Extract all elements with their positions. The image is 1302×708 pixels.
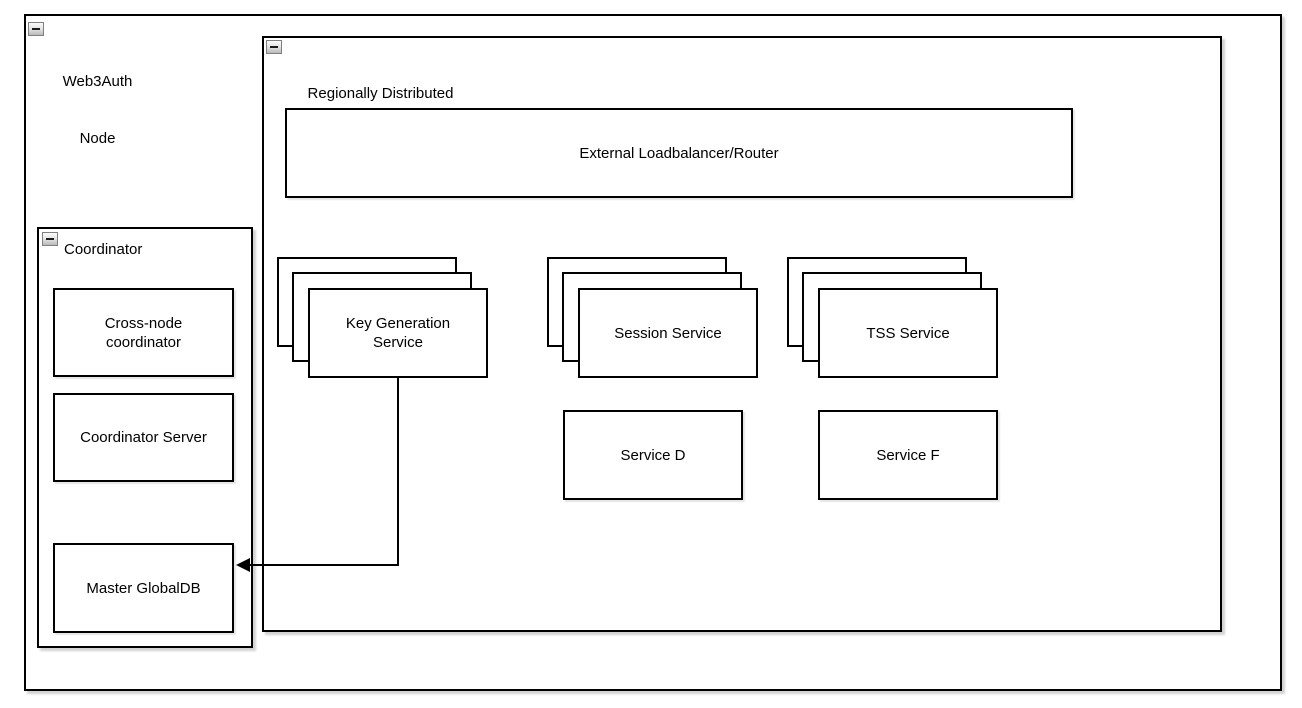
label-line: Key Generation: [345, 315, 451, 332]
connector-horizontal-segment: [250, 564, 399, 566]
node-label: External Loadbalancer/Router: [579, 144, 779, 162]
collapse-button-regional[interactable]: [266, 40, 282, 54]
node-tss-service[interactable]: TSS Service: [818, 288, 998, 378]
node-label: Coordinator Server: [80, 429, 207, 446]
node-label: Service F: [876, 446, 940, 464]
minus-icon: [46, 238, 54, 240]
node-label: Master GlobalDB: [86, 579, 201, 597]
group-label-coordinator: Coordinator: [64, 241, 143, 258]
label-line: coordinator: [105, 333, 182, 351]
node-external-loadbalancer[interactable]: External Loadbalancer/Router: [285, 108, 1073, 198]
node-service-f[interactable]: Service F: [818, 410, 998, 500]
label-line: Cross-node: [104, 314, 183, 332]
node-label: TSS Service: [866, 324, 950, 342]
node-key-generation-service[interactable]: Key Generation Service: [308, 288, 488, 378]
collapse-button-coordinator[interactable]: [42, 232, 58, 246]
minus-icon: [270, 46, 278, 48]
node-tss-service-stack: TSS Service: [787, 257, 999, 379]
node-service-d[interactable]: Service D: [563, 410, 743, 500]
node-label: Cross-node coordinator: [105, 314, 183, 352]
collapse-button-web3auth[interactable]: [28, 22, 44, 36]
node-session-service[interactable]: Session Service: [578, 288, 758, 378]
group-label-web3auth: Web3Auth Node: [40, 34, 155, 186]
node-label: Service D: [620, 446, 686, 464]
node-master-globaldb[interactable]: Master GlobalDB: [53, 543, 234, 633]
minus-icon: [32, 28, 40, 30]
label-line: Service: [372, 334, 423, 351]
node-session-service-stack: Session Service: [547, 257, 759, 379]
arrowhead-left-icon: [236, 558, 250, 572]
node-coordinator-server[interactable]: Coordinator Server: [53, 393, 234, 482]
label-line: Regionally Distributed: [307, 85, 454, 102]
connector-vertical-segment: [397, 378, 399, 566]
node-label: Session Service: [614, 324, 722, 342]
node-key-generation-service-stack: Key Generation Service: [277, 257, 489, 379]
node-label: Key Generation Service: [346, 314, 450, 352]
label-line: Web3Auth: [62, 73, 133, 90]
node-cross-node-coordinator[interactable]: Cross-node coordinator: [53, 288, 234, 377]
label-line: Node: [79, 130, 116, 147]
